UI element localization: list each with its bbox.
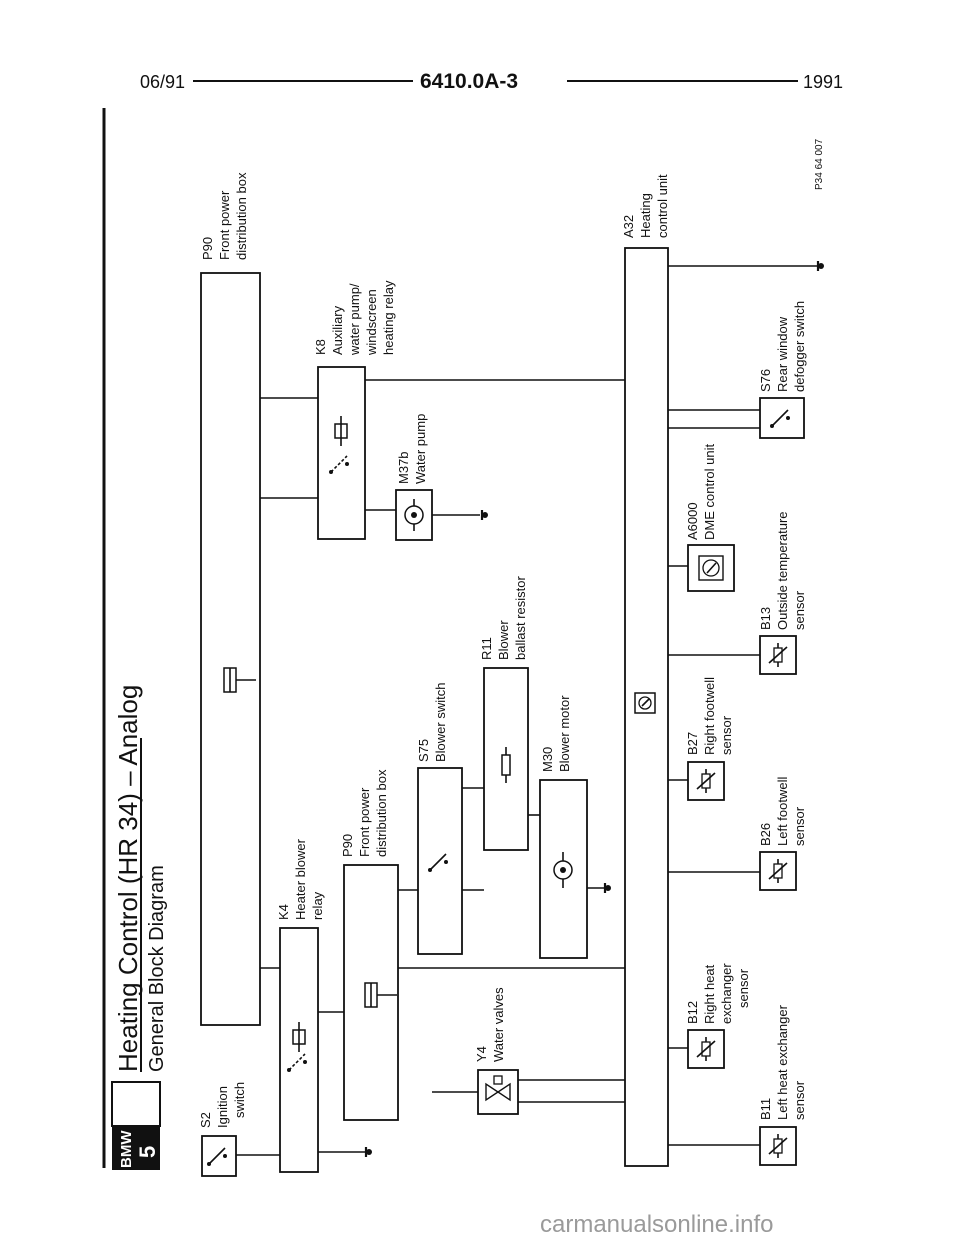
- r11-line2: ballast resistor: [513, 576, 528, 660]
- brand-line2: 5: [135, 1146, 160, 1158]
- s2-line2: switch: [232, 1082, 247, 1118]
- b27-line2: sensor: [719, 715, 734, 755]
- m37b-line1: Water pump: [413, 414, 428, 484]
- a6000-id: A6000: [685, 502, 700, 540]
- b13-line1: Outside temperature: [775, 511, 790, 630]
- a32-line1: Heating: [638, 193, 653, 238]
- m30-box: [539, 779, 588, 959]
- p90-top-line1: Front power: [217, 190, 232, 260]
- brand-badge-black: [112, 1126, 160, 1170]
- b26-id: B26: [758, 823, 773, 846]
- relay-icon: [329, 416, 349, 474]
- ground-icon: [603, 883, 611, 893]
- k8-line2: water pump/: [347, 283, 362, 356]
- switch-icon: [770, 409, 790, 428]
- fuse-icon: [364, 982, 397, 1008]
- b12-box: [687, 1029, 725, 1069]
- page-header: 06/91 6410.0A-3 1991: [140, 70, 843, 93]
- b11-id: B11: [758, 1098, 773, 1120]
- p90-top-line2: distribution box: [234, 172, 249, 260]
- brand-badge: BMW 5: [111, 1081, 161, 1170]
- sensor-icon: [696, 1037, 716, 1061]
- s76-line1: Rear window: [775, 316, 790, 392]
- s2-box: [201, 1135, 237, 1177]
- k8-line3: windscreen: [364, 289, 379, 356]
- resistor-icon: [501, 747, 511, 783]
- brand-badge-white: [111, 1081, 161, 1127]
- header-date: 06/91: [140, 72, 185, 92]
- b12-line3: sensor: [736, 968, 751, 1008]
- pump-icon: [404, 499, 424, 531]
- s2-line1: Ignition: [215, 1086, 230, 1128]
- b13-box: [759, 635, 797, 675]
- k4-line2: relay: [310, 891, 325, 920]
- b11-line2: sensor: [792, 1080, 807, 1120]
- b26-line2: sensor: [792, 806, 807, 846]
- a32-line2: control unit: [655, 174, 670, 238]
- a6000-line1: DME control unit: [702, 444, 717, 540]
- valve-icon: [485, 1075, 511, 1102]
- sensor-icon: [768, 859, 788, 883]
- sensor-icon: [768, 1134, 788, 1158]
- y4-line1: Water valves: [491, 987, 506, 1062]
- r11-id: R11: [479, 637, 494, 660]
- m37b-id: M37b: [396, 451, 411, 484]
- wiring: [236, 265, 818, 1156]
- main-title: Heating Control (HR 34) – Analog: [113, 685, 143, 1072]
- ground-icon: [480, 510, 488, 520]
- p90-mid-id: P90: [340, 834, 355, 857]
- s75-id: S75: [416, 739, 431, 762]
- fuse-icon: [223, 667, 256, 693]
- b13-id: B13: [758, 607, 773, 630]
- motor-icon: [553, 852, 573, 888]
- ground-icon: [364, 1147, 372, 1157]
- figure-code: P34 64 007: [814, 138, 825, 190]
- relay-icon: [287, 1022, 307, 1072]
- k4-line1: Heater blower: [293, 838, 308, 920]
- k8-id: K8: [313, 339, 328, 355]
- switch-icon: [207, 1147, 227, 1166]
- dme-icon: [698, 555, 724, 581]
- switch-icon: [428, 853, 448, 872]
- component-labels: P90 Front power distribution box K8 Auxi…: [198, 172, 807, 1128]
- sensor-icons: [696, 409, 790, 1158]
- b13-line2: sensor: [792, 590, 807, 630]
- header-doc-number: 6410.0A-3: [420, 70, 518, 93]
- s75-line1: Blower switch: [433, 683, 448, 762]
- y4-id: Y4: [474, 1046, 489, 1062]
- k4-id: K4: [276, 904, 291, 920]
- ground-icon: [816, 261, 824, 271]
- p90-mid-line2: distribution box: [374, 769, 389, 857]
- p90-mid-line1: Front power: [357, 787, 372, 857]
- k8-line4: heating relay: [381, 280, 396, 355]
- r11-line1: Blower: [496, 620, 511, 660]
- sensor-icon: [768, 643, 788, 667]
- control-unit-icon: [634, 692, 656, 714]
- sub-title: General Block Diagram: [146, 865, 168, 1072]
- p90-top-id: P90: [200, 237, 215, 260]
- k8-box: [317, 366, 366, 540]
- b12-line2: exchanger: [719, 963, 734, 1024]
- brand-line1: BMW: [118, 1130, 135, 1168]
- b27-id: B27: [685, 732, 700, 755]
- b12-id: B12: [685, 1001, 700, 1024]
- s2-id: S2: [198, 1112, 213, 1128]
- watermark: carmanualsonline.info: [540, 1211, 773, 1238]
- m30-id: M30: [540, 747, 555, 772]
- sensor-icon: [696, 769, 716, 793]
- s76-id: S76: [758, 369, 773, 392]
- b12-line1: Right heat: [702, 964, 717, 1024]
- b11-line1: Left heat exchanger: [775, 1004, 790, 1120]
- s76-line2: defogger switch: [792, 301, 807, 392]
- a32-id: A32: [621, 215, 636, 238]
- m30-line1: Blower motor: [557, 695, 572, 772]
- k8-line1: Auxiliary: [330, 305, 345, 355]
- s76-box: [759, 397, 805, 439]
- ground-symbols: [364, 261, 824, 1157]
- p90-top-box: [200, 272, 261, 1026]
- header-year: 1991: [803, 72, 843, 92]
- b27-line1: Right footwell: [702, 677, 717, 755]
- b26-line1: Left footwell: [775, 777, 790, 846]
